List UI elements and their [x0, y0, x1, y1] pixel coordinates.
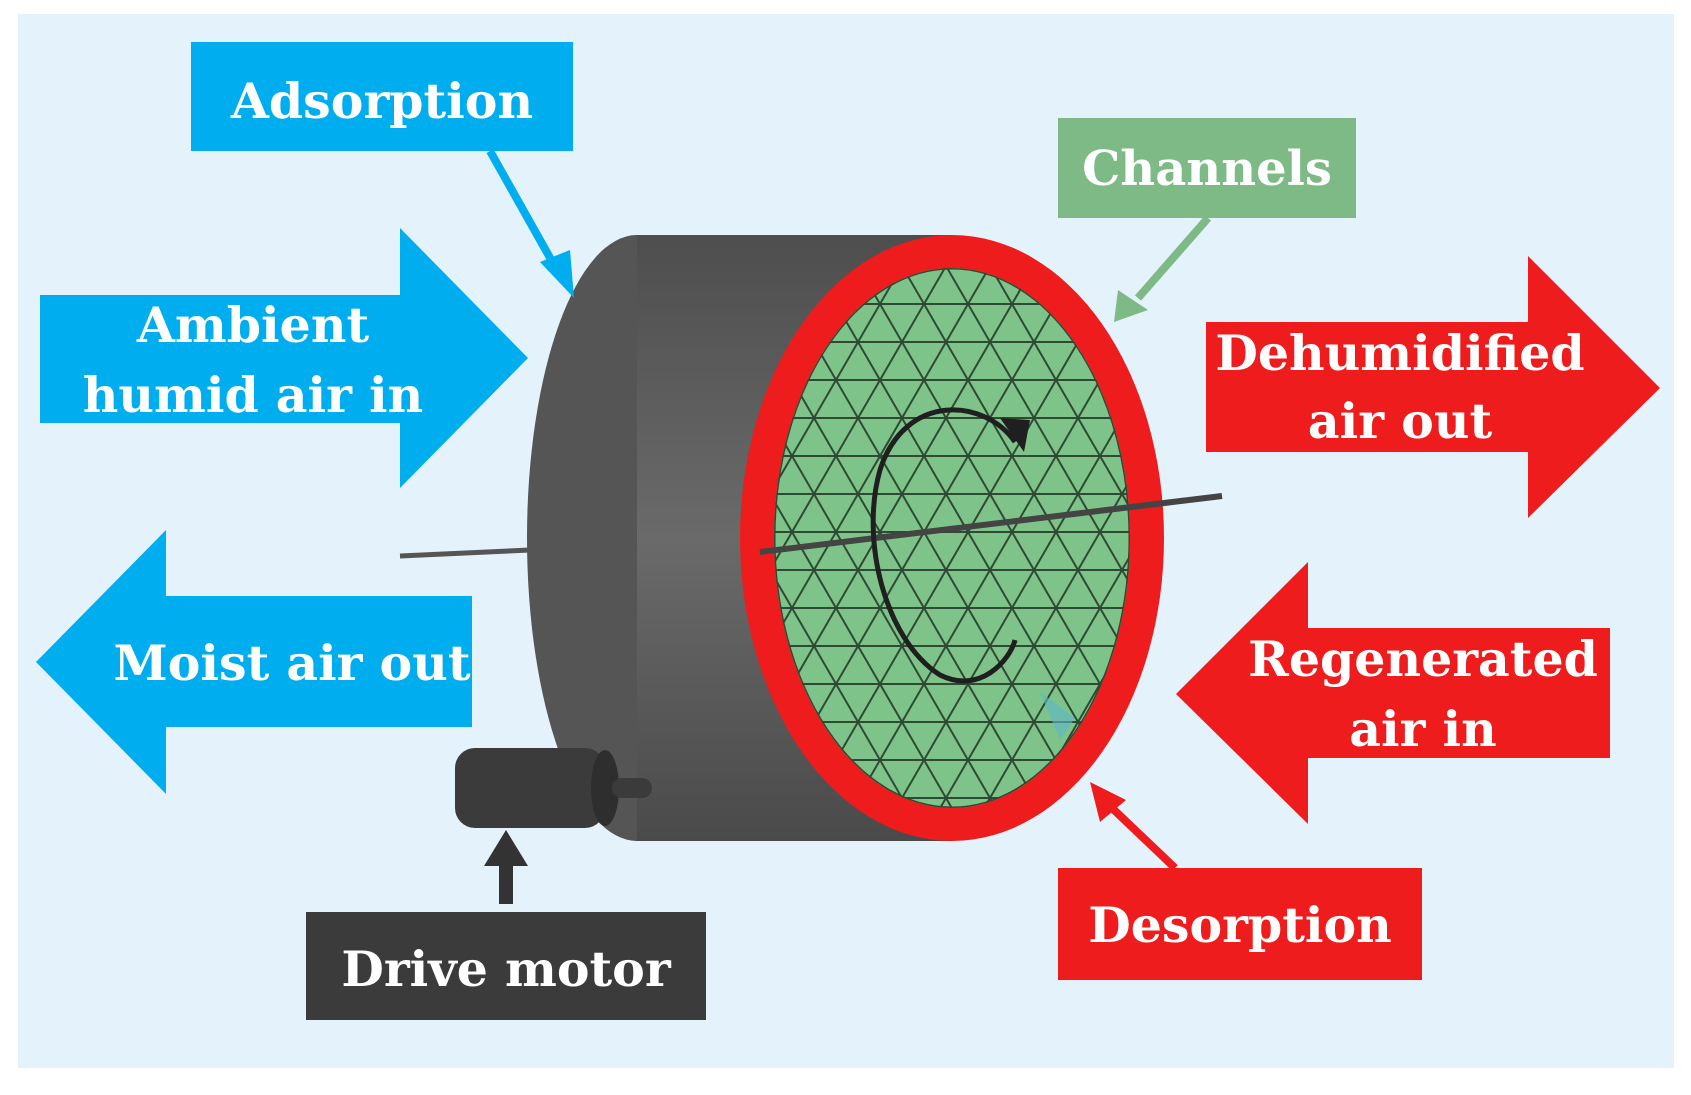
channels-label: Channels [1082, 141, 1332, 197]
rotation-arrowhead-icon [1000, 418, 1030, 452]
ambient-air-in-arrow: Ambient humid air in [40, 228, 528, 488]
drive-motor-label: Drive motor [341, 940, 671, 998]
adsorption-callout: Adsorption [191, 42, 574, 298]
wheel-axle-front [759, 493, 1223, 555]
dehumidified-air-out-label-line1: Dehumidified [1215, 324, 1584, 382]
adsorption-label: Adsorption [230, 72, 533, 130]
honeycomb-channels-face [774, 268, 1130, 808]
motor-up-arrow-icon [484, 830, 528, 904]
channels-box [1058, 118, 1356, 218]
moist-air-out-arrow-shape [36, 530, 472, 794]
regenerated-air-in-arrow: Regenerated air in [1176, 562, 1610, 824]
channels-callout: Channels [1058, 118, 1356, 322]
dehumidified-air-out-arrow: Dehumidified air out [1206, 256, 1660, 518]
desiccant-wheel [399, 235, 1223, 841]
ambient-air-in-label-line1: Ambient [136, 296, 370, 354]
ambient-air-in-label-line2: humid air in [83, 366, 424, 424]
moist-air-out-arrow: Moist air out [36, 530, 472, 794]
regenerated-air-in-label-line2: air in [1349, 700, 1496, 758]
adsorption-box [191, 42, 573, 151]
drive-motor-callout: Drive motor [306, 912, 706, 1020]
dehumidified-air-out-label-line2: air out [1308, 392, 1493, 450]
wheel-axle-rear [399, 547, 531, 559]
rotation-arrow-icon [870, 407, 1018, 684]
seal-marker-icon [1040, 692, 1075, 740]
desorption-label: Desorption [1088, 896, 1392, 954]
desorption-callout: Desorption [1058, 782, 1422, 980]
regenerated-air-in-label-line1: Regenerated [1248, 630, 1598, 688]
moist-air-out-label: Moist air out [114, 634, 471, 692]
drive-motor-icon [455, 748, 652, 828]
drive-motor-box [306, 912, 706, 1020]
regenerated-air-in-arrow-shape [1176, 562, 1610, 824]
ambient-air-in-arrow-shape [40, 228, 528, 488]
desorption-box [1058, 868, 1422, 980]
dehumidified-air-out-arrow-shape [1206, 256, 1660, 518]
